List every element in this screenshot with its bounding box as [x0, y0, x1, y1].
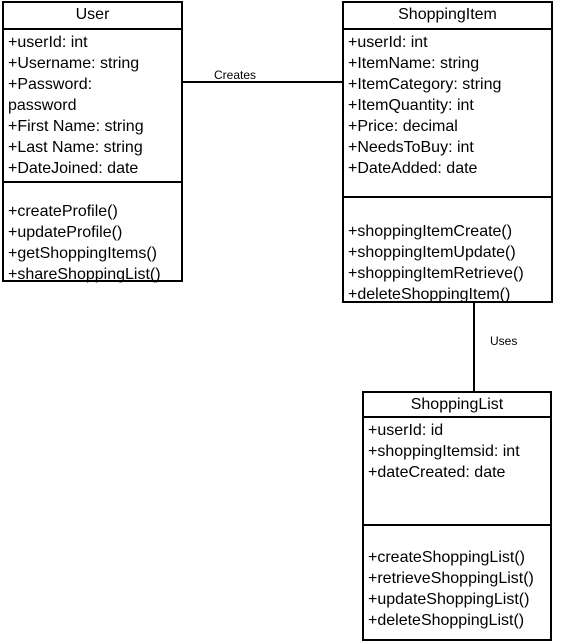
uses-connector	[473, 302, 475, 392]
shopping-item-class[interactable]: ShoppingItem +userId: int +ItemName: str…	[342, 1, 553, 303]
shopping-item-attributes: +userId: int +ItemName: string +ItemCate…	[344, 30, 551, 198]
shopping-item-methods: +shoppingItemCreate() +shoppingItemUpdat…	[344, 221, 551, 303]
user-method-update-profile: +updateProfile()	[8, 224, 123, 241]
shopping-item-attr-item-category: +ItemCategory: string	[348, 76, 502, 93]
user-attributes: +userId: int +Username: string +Password…	[4, 30, 181, 183]
uses-label: Uses	[490, 334, 518, 348]
shopping-list-attributes: +userId: id +shoppingItemsid: int +dateC…	[364, 418, 550, 526]
shopping-item-method-delete: +deleteShoppingItem()	[348, 286, 511, 303]
shopping-item-attr-item-name: +ItemName: string	[348, 55, 480, 72]
shopping-item-attr-item-quantity: +ItemQuantity: int	[348, 97, 474, 114]
shopping-list-class-title: ShoppingList	[364, 393, 550, 418]
user-attr-password-type: password	[8, 97, 77, 114]
shopping-list-method-retrieve: +retrieveShoppingList()	[368, 570, 534, 587]
user-methods: +createProfile() +updateProfile() +getSh…	[4, 201, 181, 283]
user-method-get-shopping-items: +getShoppingItems()	[8, 245, 157, 262]
creates-connector	[182, 81, 344, 83]
user-attr-userid: +userId: int	[8, 34, 88, 51]
user-method-create-profile: +createProfile()	[8, 203, 118, 220]
shopping-list-method-create: +createShoppingList()	[368, 549, 525, 566]
shopping-item-method-create: +shoppingItemCreate()	[348, 223, 513, 240]
shopping-list-method-delete: +deleteShoppingList()	[368, 612, 525, 629]
shopping-list-class[interactable]: ShoppingList +userId: id +shoppingItemsi…	[362, 391, 552, 641]
shopping-item-attr-date-added: +DateAdded: date	[348, 160, 478, 177]
creates-label: Creates	[214, 68, 257, 82]
shopping-item-attr-needs-to-buy: +NeedsToBuy: int	[348, 139, 474, 156]
shopping-item-class-title: ShoppingItem	[344, 3, 551, 30]
shopping-item-attr-price: +Price: decimal	[348, 118, 458, 135]
shopping-item-method-update: +shoppingItemUpdate()	[348, 244, 516, 261]
user-attr-date-joined: +DateJoined: date	[8, 160, 139, 177]
shopping-list-method-update: +updateShoppingList()	[368, 591, 530, 608]
user-attr-password: +Password:	[8, 76, 93, 93]
shopping-item-method-retrieve: +shoppingItemRetrieve()	[348, 265, 524, 282]
shopping-list-attr-userid: +userId: id	[368, 422, 444, 439]
user-class-title: User	[4, 3, 181, 30]
user-attr-first-name: +First Name: string	[8, 118, 144, 135]
shopping-list-attr-shopping-items-id: +shoppingItemsid: int	[368, 443, 520, 460]
user-attr-username: +Username: string	[8, 55, 140, 72]
user-method-share-shopping-list: +shareShoppingList()	[8, 266, 161, 283]
shopping-item-attr-userid: +userId: int	[348, 34, 428, 51]
user-attr-last-name: +Last Name: string	[8, 139, 143, 156]
shopping-list-attr-date-created: +dateCreated: date	[368, 464, 506, 481]
shopping-list-methods: +createShoppingList() +retrieveShoppingL…	[364, 547, 550, 639]
user-class[interactable]: User +userId: int +Username: string +Pas…	[2, 1, 183, 283]
